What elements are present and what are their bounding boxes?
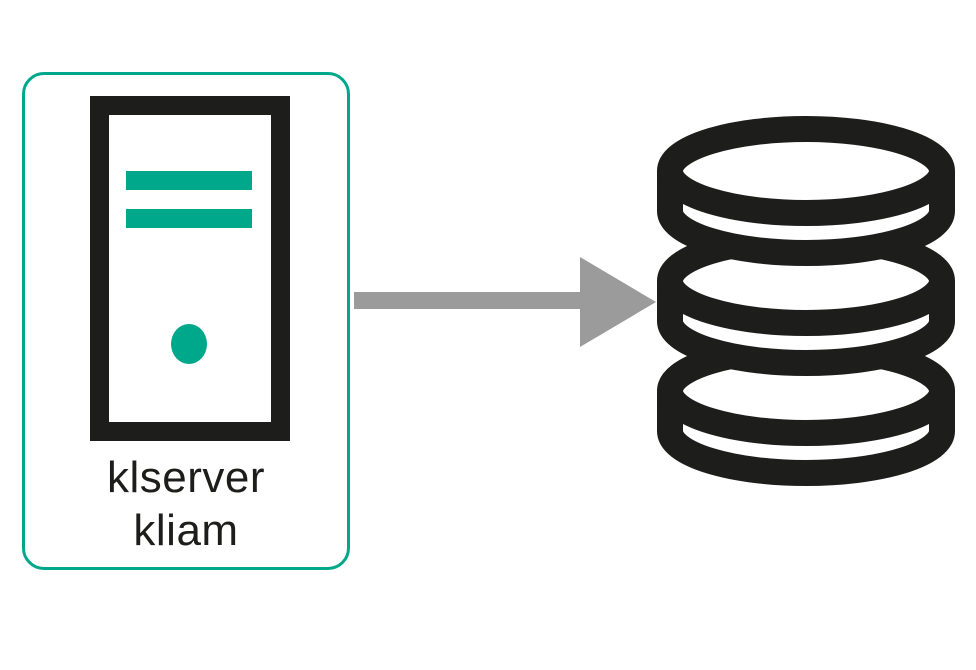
arrow-right-icon	[354, 257, 656, 347]
server-power-dot	[171, 324, 207, 364]
server-tower-icon	[90, 96, 290, 441]
server-node-label-line2: kliam	[133, 506, 239, 555]
server-node-label-line1: klserver	[106, 453, 266, 502]
server-drive-bay-bar	[126, 209, 252, 228]
server-node-label: klserver kliam	[25, 451, 347, 557]
database-disc-top	[657, 116, 955, 266]
database-icon	[657, 116, 955, 486]
server-node: klserver kliam	[22, 72, 350, 570]
server-drive-bay-bar	[126, 171, 252, 190]
